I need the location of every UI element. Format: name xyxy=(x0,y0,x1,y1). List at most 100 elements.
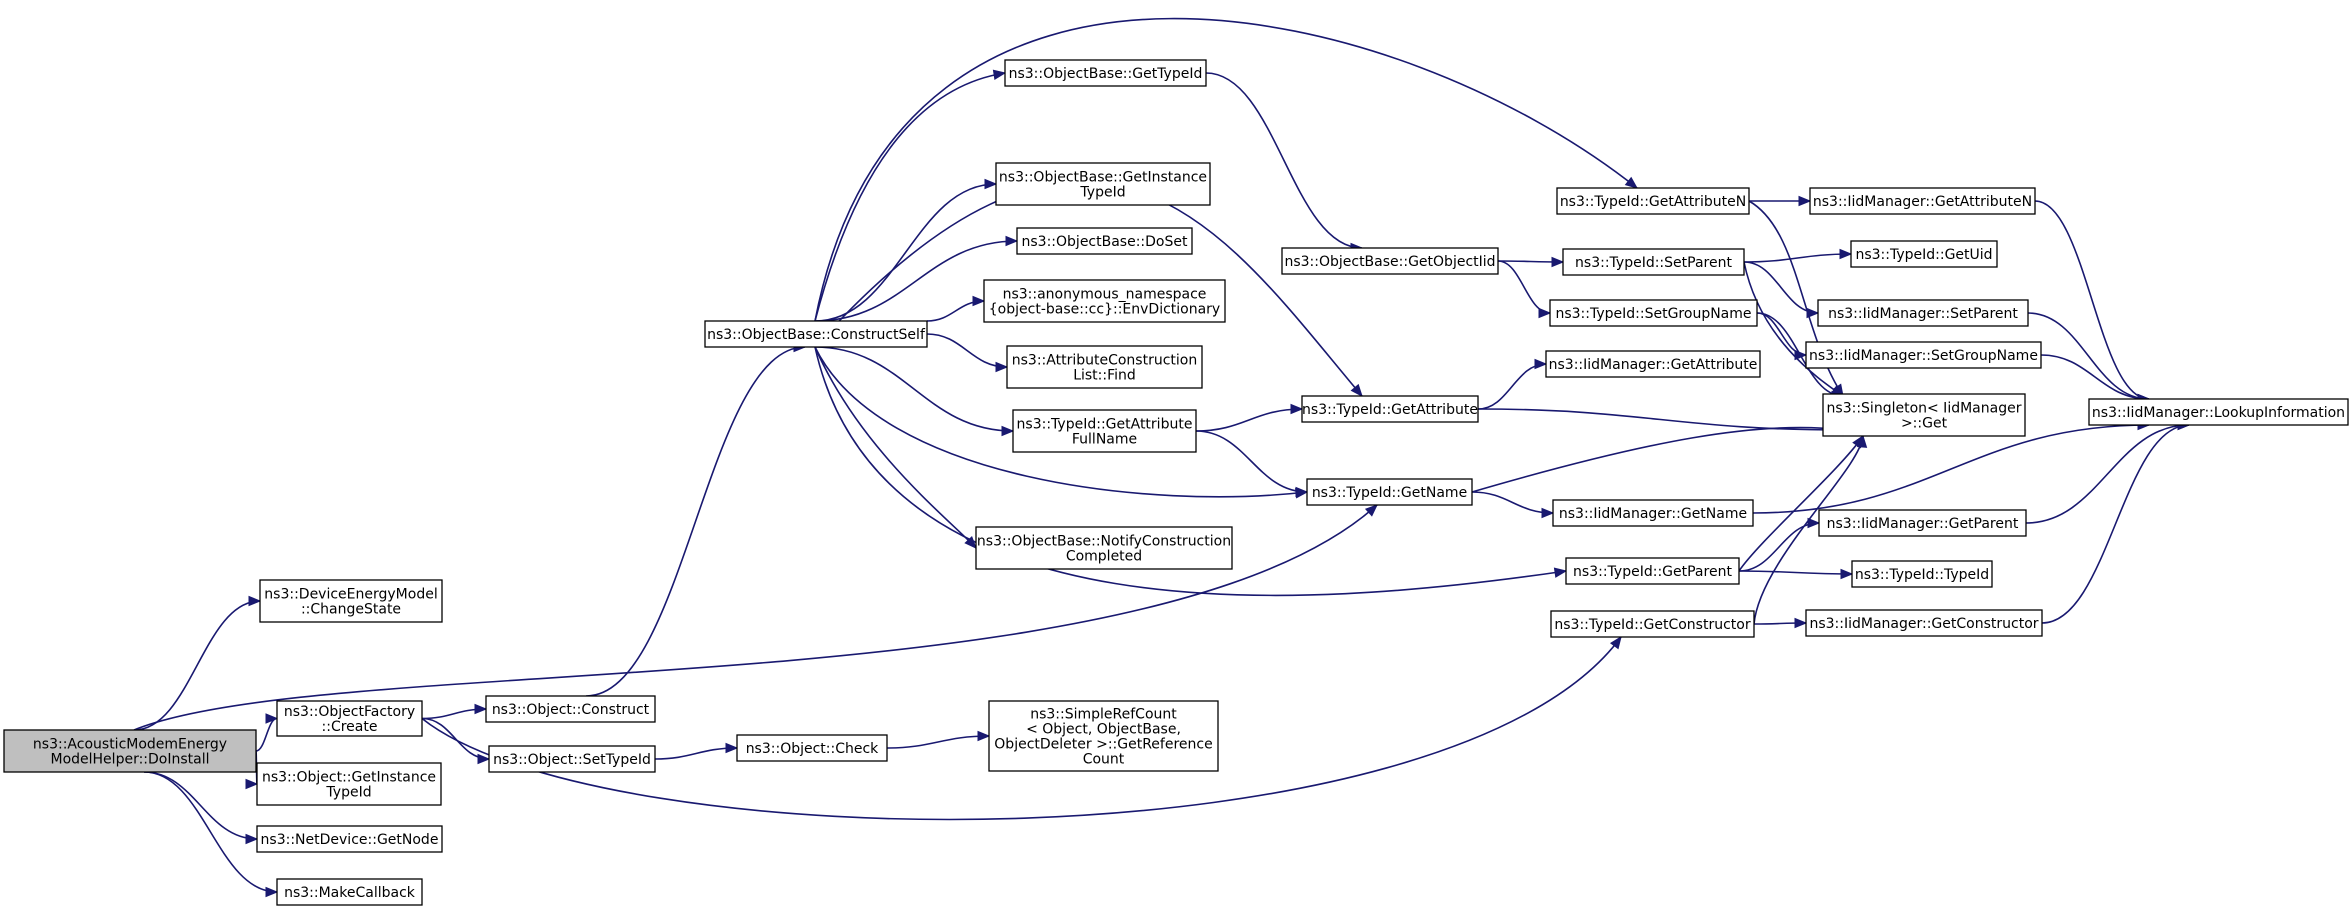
node-box xyxy=(983,279,1226,323)
function-node[interactable]: ns3::TypeId::TypeId xyxy=(1851,560,1993,588)
function-node[interactable]: ns3::IidManager::GetParent xyxy=(1818,509,2027,537)
node-label: ModelHelper::DoInstall xyxy=(51,752,210,768)
node-label: ns3::AttributeConstruction xyxy=(1012,353,1197,369)
arrowhead xyxy=(725,742,739,754)
arrowhead xyxy=(1364,504,1378,517)
edge-line xyxy=(1205,72,1363,249)
function-node[interactable]: ns3::IidManager::SetGroupName xyxy=(1805,341,2042,369)
call-edge xyxy=(654,742,739,760)
root-function-node[interactable]: ns3::AcousticModemEnergyModelHelper::DoI… xyxy=(3,729,257,773)
node-box xyxy=(259,579,443,623)
function-node[interactable]: ns3::ObjectBase::DoSet xyxy=(1016,227,1193,255)
edge-line xyxy=(1477,363,1547,410)
function-node[interactable]: ns3::IidManager::GetAttributeN xyxy=(1809,187,2036,215)
edge-line xyxy=(1195,430,1308,493)
node-label: ns3::anonymous_namespace xyxy=(1003,287,1207,303)
node-label: Count xyxy=(1083,752,1125,768)
node-box xyxy=(1562,248,1745,276)
node-box xyxy=(1016,227,1193,255)
node-box xyxy=(1004,59,1207,87)
node-label: ns3::IidManager::LookupInformation xyxy=(2092,405,2345,421)
call-edge xyxy=(814,235,1019,322)
arrowhead xyxy=(972,295,986,307)
function-node[interactable]: ns3::TypeId::GetAttribute xyxy=(1301,395,1479,423)
node-label: ns3::Object::Construct xyxy=(492,702,650,718)
function-node[interactable]: ns3::TypeId::GetName xyxy=(1306,478,1473,506)
function-node[interactable]: ns3::TypeId::GetParent xyxy=(1565,557,1740,585)
function-node[interactable]: ns3::Object::Check xyxy=(736,734,888,762)
node-box xyxy=(1809,187,2036,215)
node-box xyxy=(256,825,443,853)
node-label: ns3::Singleton< IidManager xyxy=(1827,401,2022,417)
node-box xyxy=(1850,240,1998,268)
node-box xyxy=(256,762,442,806)
edge-line xyxy=(143,771,278,893)
arrowhead xyxy=(1624,176,1639,189)
edge-line xyxy=(255,717,278,752)
node-box xyxy=(1817,299,2029,327)
function-node[interactable]: ns3::IidManager::SetParent xyxy=(1817,299,2029,327)
node-label: ns3::Object::GetInstance xyxy=(262,770,436,786)
function-node[interactable]: ns3::TypeId::GetUid xyxy=(1850,240,1998,268)
function-node[interactable]: ns3::Object::Construct xyxy=(485,695,656,723)
function-node[interactable]: ns3::ObjectBase::GetTypeId xyxy=(1004,59,1207,87)
node-label: ns3::SimpleRefCount xyxy=(1030,707,1177,723)
edge-line xyxy=(1756,312,1807,356)
function-node[interactable]: ns3::MakeCallback xyxy=(276,878,423,906)
arrowhead xyxy=(265,713,279,724)
edge-line xyxy=(814,346,1567,597)
call-edge xyxy=(814,178,998,322)
graph-edges xyxy=(133,17,2191,898)
arrowhead xyxy=(992,69,1007,80)
arrowhead xyxy=(245,778,259,790)
node-label: ns3::ObjectBase::GetTypeId xyxy=(1009,66,1203,82)
function-node[interactable]: ns3::anonymous_namespace{object-base::cc… xyxy=(983,279,1226,323)
function-node[interactable]: ns3::Singleton< IidManager>::Get xyxy=(1822,393,2026,437)
function-node[interactable]: ns3::SimpleRefCount< Object, ObjectBase,… xyxy=(988,700,1219,772)
function-node[interactable]: ns3::IidManager::GetName xyxy=(1552,499,1754,527)
node-label: FullName xyxy=(1072,432,1137,448)
function-node[interactable]: ns3::TypeId::SetParent xyxy=(1562,248,1745,276)
node-label: ::ChangeState xyxy=(301,602,401,618)
call-edge xyxy=(133,504,1378,731)
node-box xyxy=(1805,609,2043,637)
edge-line xyxy=(1743,261,1844,397)
arrowhead xyxy=(1856,434,1868,448)
call-edge xyxy=(1477,358,1548,410)
function-node[interactable]: ns3::IidManager::GetAttribute xyxy=(1545,350,1761,378)
node-label: ns3::MakeCallback xyxy=(284,885,416,901)
call-edge xyxy=(1471,491,1555,519)
function-node[interactable]: ns3::ObjectBase::GetObjectIid xyxy=(1281,247,1499,275)
function-node[interactable]: ns3::DeviceEnergyModel::ChangeState xyxy=(259,579,443,623)
function-node[interactable]: ns3::TypeId::SetGroupName xyxy=(1549,299,1758,327)
edge-line xyxy=(2041,424,2190,624)
function-node[interactable]: ns3::ObjectBase::ConstructSelf xyxy=(704,320,928,348)
node-box xyxy=(1822,393,2026,437)
edge-line xyxy=(1738,435,1864,572)
arrowhead xyxy=(1609,635,1622,650)
function-node[interactable]: ns3::TypeId::GetConstructor xyxy=(1550,610,1755,638)
node-label: ns3::TypeId::GetName xyxy=(1312,485,1467,501)
arrowhead xyxy=(1840,568,1854,580)
function-node[interactable]: ns3::Object::SetTypeId xyxy=(488,745,656,773)
function-node[interactable]: ns3::TypeId::GetAttributeN xyxy=(1556,187,1750,215)
edge-line xyxy=(2034,200,2150,400)
edge-line xyxy=(814,346,977,549)
node-label: ns3::TypeId::GetConstructor xyxy=(1554,617,1750,633)
call-edge xyxy=(1753,434,1868,625)
call-edge xyxy=(421,703,488,720)
arrowhead xyxy=(265,886,279,898)
call-edge xyxy=(814,69,1007,322)
edge-line xyxy=(1477,408,1844,431)
function-node[interactable]: ns3::IidManager::LookupInformation xyxy=(2088,398,2349,426)
function-node[interactable]: ns3::IidManager::GetConstructor xyxy=(1805,609,2043,637)
node-label: ns3::TypeId::GetAttribute xyxy=(1302,402,1478,418)
function-node[interactable]: ns3::NetDevice::GetNode xyxy=(256,825,443,853)
function-node[interactable]: ns3::ObjectFactory::Create xyxy=(276,700,423,737)
function-node[interactable]: ns3::ObjectBase::NotifyConstructionCompl… xyxy=(975,526,1233,570)
node-box xyxy=(1549,299,1758,327)
